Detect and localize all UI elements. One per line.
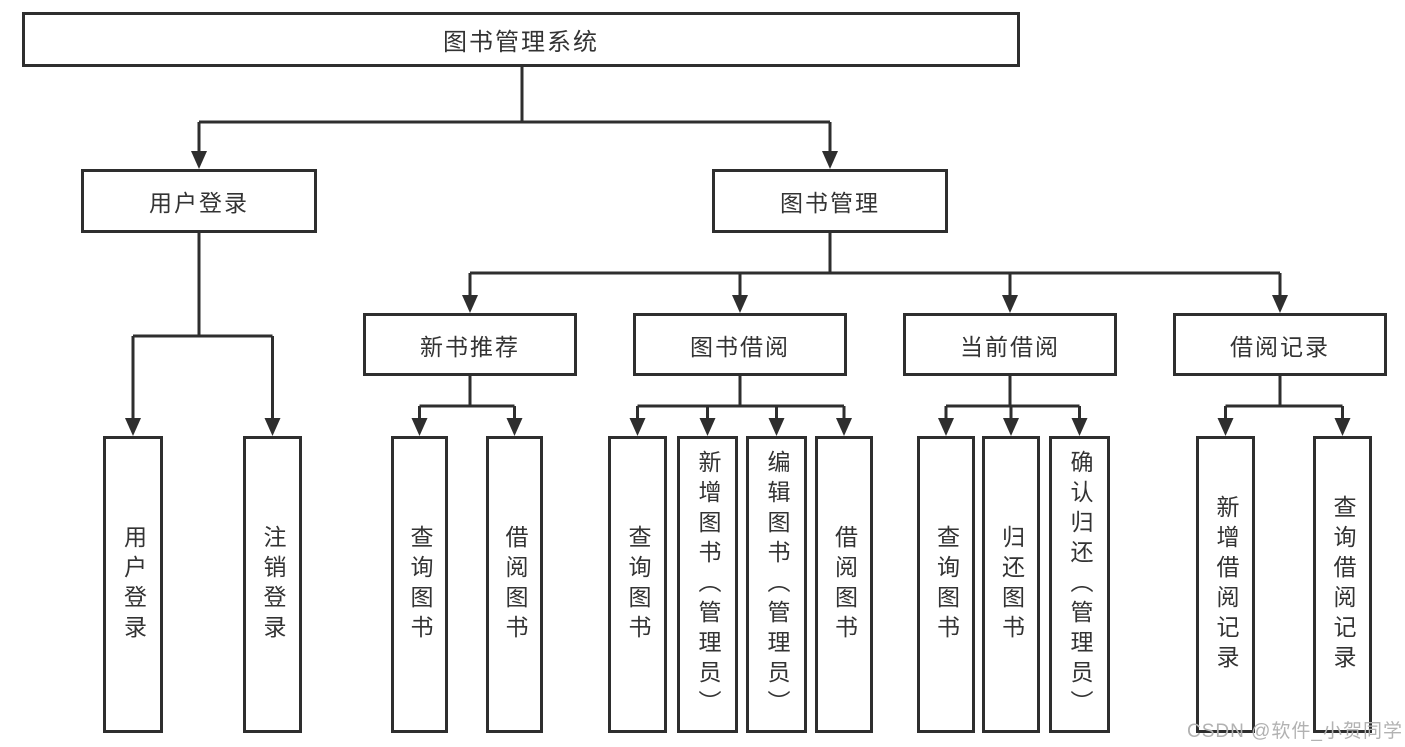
arrow-down-icon xyxy=(411,418,428,436)
node-new-book-recommend: 新书推荐 xyxy=(363,313,577,376)
node-root-label: 图书管理系统 xyxy=(443,29,599,56)
node-user-login: 用户登录 xyxy=(81,169,317,233)
leaf-edit-book-admin-label: 编辑图书（管理员） xyxy=(764,449,790,720)
leaf-return-book: 归还图书 xyxy=(982,436,1040,733)
leaf-query-books-borrowing: 查询图书 xyxy=(608,436,667,733)
arrow-down-icon xyxy=(264,418,281,436)
node-new-book-recommend-label: 新书推荐 xyxy=(420,333,520,360)
arrow-down-icon xyxy=(1334,418,1351,436)
leaf-borrow-books-borrowing: 借阅图书 xyxy=(815,436,873,733)
arrow-down-icon xyxy=(1002,295,1018,313)
leaf-user-login: 用户登录 xyxy=(103,436,163,733)
leaf-query-books-current-label: 查询图书 xyxy=(933,524,960,645)
connector-book-borrowing xyxy=(629,376,852,436)
connector-new-book-recommend xyxy=(411,376,523,436)
leaf-logout-label: 注销登录 xyxy=(260,524,286,645)
arrow-down-icon xyxy=(191,151,207,169)
node-current-borrowing-label: 当前借阅 xyxy=(960,333,1060,360)
arrow-down-icon xyxy=(732,295,748,313)
connector-user-login xyxy=(125,233,281,436)
arrow-down-icon xyxy=(462,295,478,313)
arrow-down-icon xyxy=(836,418,852,436)
leaf-query-borrow-record-label: 查询借阅记录 xyxy=(1330,494,1356,675)
leaf-query-borrow-record: 查询借阅记录 xyxy=(1313,436,1372,733)
arrow-down-icon xyxy=(629,418,646,436)
leaf-add-borrow-record: 新增借阅记录 xyxy=(1196,436,1255,733)
leaf-logout: 注销登录 xyxy=(243,436,302,733)
connector-book-management xyxy=(462,233,1288,313)
arrow-down-icon xyxy=(822,151,838,169)
leaf-user-login-label: 用户登录 xyxy=(120,524,147,645)
connector-root xyxy=(191,67,838,169)
leaf-query-books-borrowing-label: 查询图书 xyxy=(625,524,651,645)
node-book-management-label: 图书管理 xyxy=(780,190,880,216)
leaf-add-book-admin-label: 新增图书（管理员） xyxy=(695,449,721,720)
leaf-add-borrow-record-label: 新增借阅记录 xyxy=(1213,494,1239,675)
node-borrowing-records-label: 借阅记录 xyxy=(1230,333,1330,360)
arrow-down-icon xyxy=(768,418,785,436)
leaf-borrow-books-recommend-label: 借阅图书 xyxy=(502,524,528,645)
connector-borrowing-records xyxy=(1217,376,1351,436)
leaf-confirm-return-admin: 确认归还（管理员） xyxy=(1049,436,1110,733)
leaf-borrow-books-recommend: 借阅图书 xyxy=(486,436,543,733)
arrow-down-icon xyxy=(1003,418,1019,436)
connector-current-borrowing xyxy=(938,376,1088,436)
node-book-borrowing: 图书借阅 xyxy=(633,313,847,376)
arrow-down-icon xyxy=(1272,295,1288,313)
leaf-return-book-label: 归还图书 xyxy=(998,524,1025,645)
node-current-borrowing: 当前借阅 xyxy=(903,313,1117,376)
arrow-down-icon xyxy=(506,418,523,436)
node-root: 图书管理系统 xyxy=(22,12,1020,67)
leaf-add-book-admin: 新增图书（管理员） xyxy=(677,436,738,733)
leaf-edit-book-admin: 编辑图书（管理员） xyxy=(746,436,807,733)
leaf-confirm-return-admin-label: 确认归还（管理员） xyxy=(1067,449,1093,720)
arrow-down-icon xyxy=(125,418,141,436)
leaf-query-books-recommend-label: 查询图书 xyxy=(407,524,433,645)
arrow-down-icon xyxy=(699,418,716,436)
leaf-borrow-books-borrowing-label: 借阅图书 xyxy=(831,524,858,645)
arrow-down-icon xyxy=(1217,418,1234,436)
leaf-query-books-current: 查询图书 xyxy=(917,436,975,733)
leaf-query-books-recommend: 查询图书 xyxy=(391,436,448,733)
node-book-management: 图书管理 xyxy=(712,169,948,233)
arrow-down-icon xyxy=(938,418,954,436)
node-user-login-label: 用户登录 xyxy=(149,190,249,216)
arrow-down-icon xyxy=(1071,418,1088,436)
node-borrowing-records: 借阅记录 xyxy=(1173,313,1387,376)
watermark: CSDN @软件_小贺同学 xyxy=(1187,721,1403,742)
node-book-borrowing-label: 图书借阅 xyxy=(690,333,790,360)
